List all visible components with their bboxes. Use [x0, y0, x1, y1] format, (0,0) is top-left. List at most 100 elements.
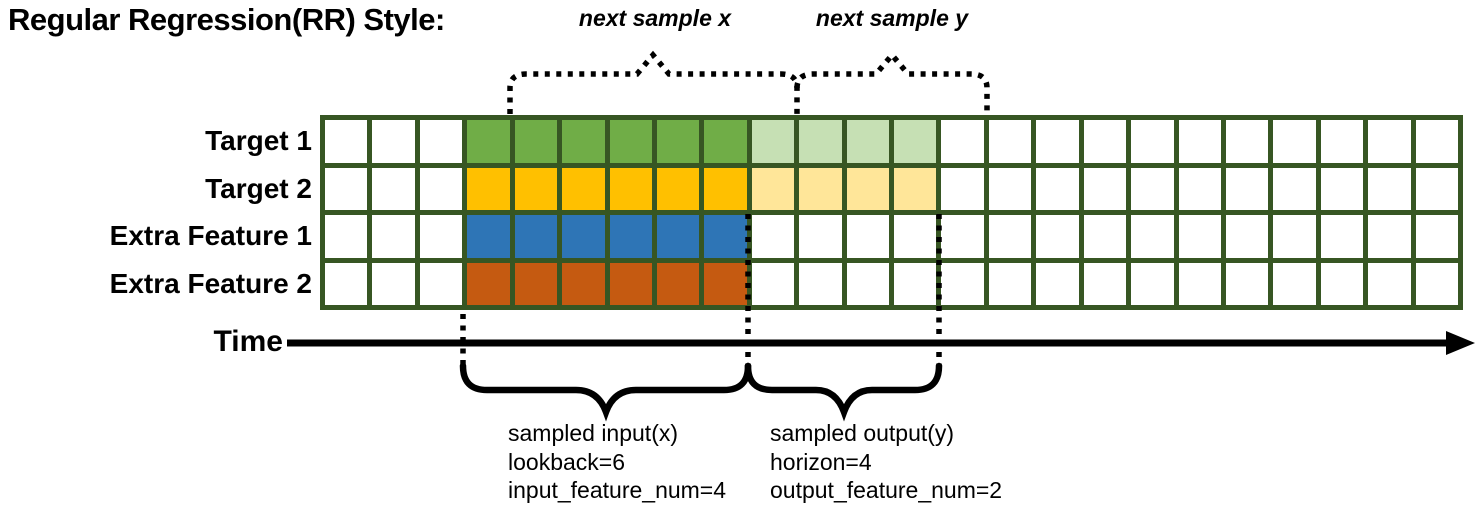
grid-cell [1368, 120, 1411, 163]
grid-cell [467, 262, 510, 305]
grid-cell [1320, 120, 1364, 163]
grid-cell [1225, 167, 1269, 210]
grid-cell [372, 167, 415, 210]
grid-cell [467, 167, 510, 210]
grid-cell [656, 215, 700, 258]
grid-cell [1178, 167, 1221, 210]
grid-cell [894, 120, 937, 163]
time-axis-label: Time [213, 325, 283, 358]
grid-cell [941, 262, 984, 305]
grid-cell [1273, 167, 1316, 210]
grid-cell [656, 167, 700, 210]
grid-cell [988, 120, 1032, 163]
grid-cell [325, 167, 368, 210]
grid-cell [941, 167, 984, 210]
next-sample-y-brace [794, 50, 990, 114]
grid-cell [656, 262, 700, 305]
grid-cell [1036, 167, 1079, 210]
grid-cell [325, 262, 368, 305]
grid-cell [609, 120, 652, 163]
grid-cell [1178, 262, 1221, 305]
row-label-extra-feature-1: Extra Feature 1 [109, 220, 312, 251]
grid-cell [751, 120, 795, 163]
lookback-value: lookback=6 [508, 448, 625, 475]
grid-cell [1225, 215, 1269, 258]
grid-cell [1178, 215, 1221, 258]
grid-cell [609, 262, 652, 305]
grid-cell [894, 215, 937, 258]
grid-cell [1368, 262, 1411, 305]
grid-cell [988, 167, 1032, 210]
grid-cell [751, 167, 795, 210]
grid-cell [894, 262, 937, 305]
grid-cell [1273, 120, 1316, 163]
grid-cell [1320, 167, 1364, 210]
sampled-output-title: sampled output(y) [770, 420, 955, 446]
grid-cell [846, 167, 889, 210]
grid-cell [419, 120, 463, 163]
grid-cell [325, 120, 368, 163]
grid-cell [846, 120, 889, 163]
grid-cell [1131, 167, 1174, 210]
sampled-output-annotation: sampled output(y) horizon=4 output_featu… [770, 419, 1002, 505]
grid-cell [799, 120, 842, 163]
grid-cell [704, 120, 747, 163]
next-sample-x-brace [507, 50, 800, 114]
grid-cell [1178, 120, 1221, 163]
input-feature-num-value: input_feature_num=4 [508, 477, 727, 503]
grid-cell [941, 120, 984, 163]
grid-cell [562, 262, 605, 305]
grid-cell [609, 167, 652, 210]
grid-cell [1083, 167, 1127, 210]
grid-cell [1131, 262, 1174, 305]
grid-cell [799, 167, 842, 210]
grid-cell [846, 262, 889, 305]
sampled-input-annotation: sampled input(x) lookback=6 input_featur… [508, 419, 726, 505]
horizon-value: horizon=4 [770, 448, 872, 475]
grid-cell [1131, 120, 1174, 163]
grid-cell [372, 120, 415, 163]
next-sample-x-label: next sample x [578, 5, 732, 31]
grid-cell [514, 167, 558, 210]
sampled-output-brace [744, 362, 943, 422]
sampled-input-title: sampled input(x) [508, 420, 679, 446]
time-axis-arrowhead-icon [1446, 331, 1475, 355]
grid-cell [609, 215, 652, 258]
page-title: Regular Regression(RR) Style: [8, 2, 445, 37]
grid-cell [562, 120, 605, 163]
grid-cell [1368, 215, 1411, 258]
grid-cell [1320, 215, 1364, 258]
grid-cell [846, 215, 889, 258]
grid-cell [1273, 262, 1316, 305]
sampled-input-brace [459, 362, 752, 422]
grid-cell [1083, 120, 1127, 163]
grid-cell [1415, 167, 1458, 210]
grid-cell [562, 215, 605, 258]
grid-cell [988, 215, 1032, 258]
grid-cell [514, 215, 558, 258]
grid-cell [704, 167, 747, 210]
grid-cell [1368, 167, 1411, 210]
grid-cell [514, 120, 558, 163]
grid-cell [1131, 215, 1174, 258]
grid-cell [1036, 215, 1079, 258]
row-label-extra-feature-2: Extra Feature 2 [109, 267, 312, 299]
grid-cell [372, 262, 415, 305]
grid-cell [1415, 120, 1458, 163]
grid-cell [1415, 262, 1458, 305]
grid-cell [799, 262, 842, 305]
grid-cell [1225, 120, 1269, 163]
grid-cell [894, 167, 937, 210]
sampling-grid [320, 115, 1463, 310]
output-feature-num-value: output_feature_num=2 [770, 477, 1003, 503]
grid-cell [941, 215, 984, 258]
grid-cell [562, 167, 605, 210]
grid-cell [372, 215, 415, 258]
row-label-target-1: Target 1 [205, 125, 312, 156]
grid-cell [751, 262, 795, 305]
grid-cell [325, 215, 368, 258]
grid-cell [467, 215, 510, 258]
grid-cell [1273, 215, 1316, 258]
grid-cell [1320, 262, 1364, 305]
